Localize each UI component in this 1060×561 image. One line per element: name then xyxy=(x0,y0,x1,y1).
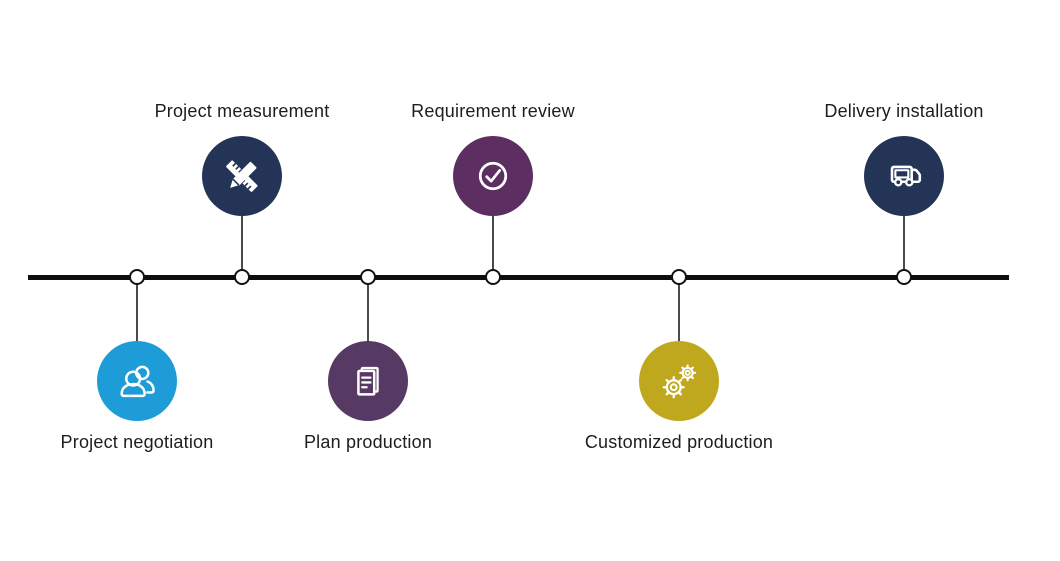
timeline-node xyxy=(360,269,376,285)
connector-line xyxy=(492,176,494,277)
timeline-node xyxy=(671,269,687,285)
milestone-circle xyxy=(864,136,944,216)
documents-icon xyxy=(345,358,391,404)
milestone-label: Customized production xyxy=(584,432,774,452)
milestone-circle xyxy=(202,136,282,216)
truck-icon xyxy=(881,153,927,199)
connector-line xyxy=(903,176,905,277)
timeline-node xyxy=(129,269,145,285)
timeline-line xyxy=(28,275,1009,280)
gears-icon xyxy=(656,358,702,404)
milestone-label: Project measurement xyxy=(154,101,330,121)
milestone-label: Delivery installation xyxy=(824,101,984,121)
milestone-circle xyxy=(453,136,533,216)
milestone-label: Plan production xyxy=(303,432,433,452)
connector-line xyxy=(367,277,369,381)
milestone-circle xyxy=(328,341,408,421)
milestone-label: Requirement review xyxy=(411,101,575,121)
ruler-pencil-icon xyxy=(219,153,265,199)
milestone-label: Project negotiation xyxy=(60,432,214,452)
timeline-node xyxy=(896,269,912,285)
timeline-node xyxy=(485,269,501,285)
timeline-node xyxy=(234,269,250,285)
connector-line xyxy=(678,277,680,381)
connector-line xyxy=(136,277,138,381)
people-icon xyxy=(114,358,160,404)
check-circle-icon xyxy=(470,153,516,199)
milestone-circle xyxy=(97,341,177,421)
milestone-circle xyxy=(639,341,719,421)
connector-line xyxy=(241,176,243,277)
